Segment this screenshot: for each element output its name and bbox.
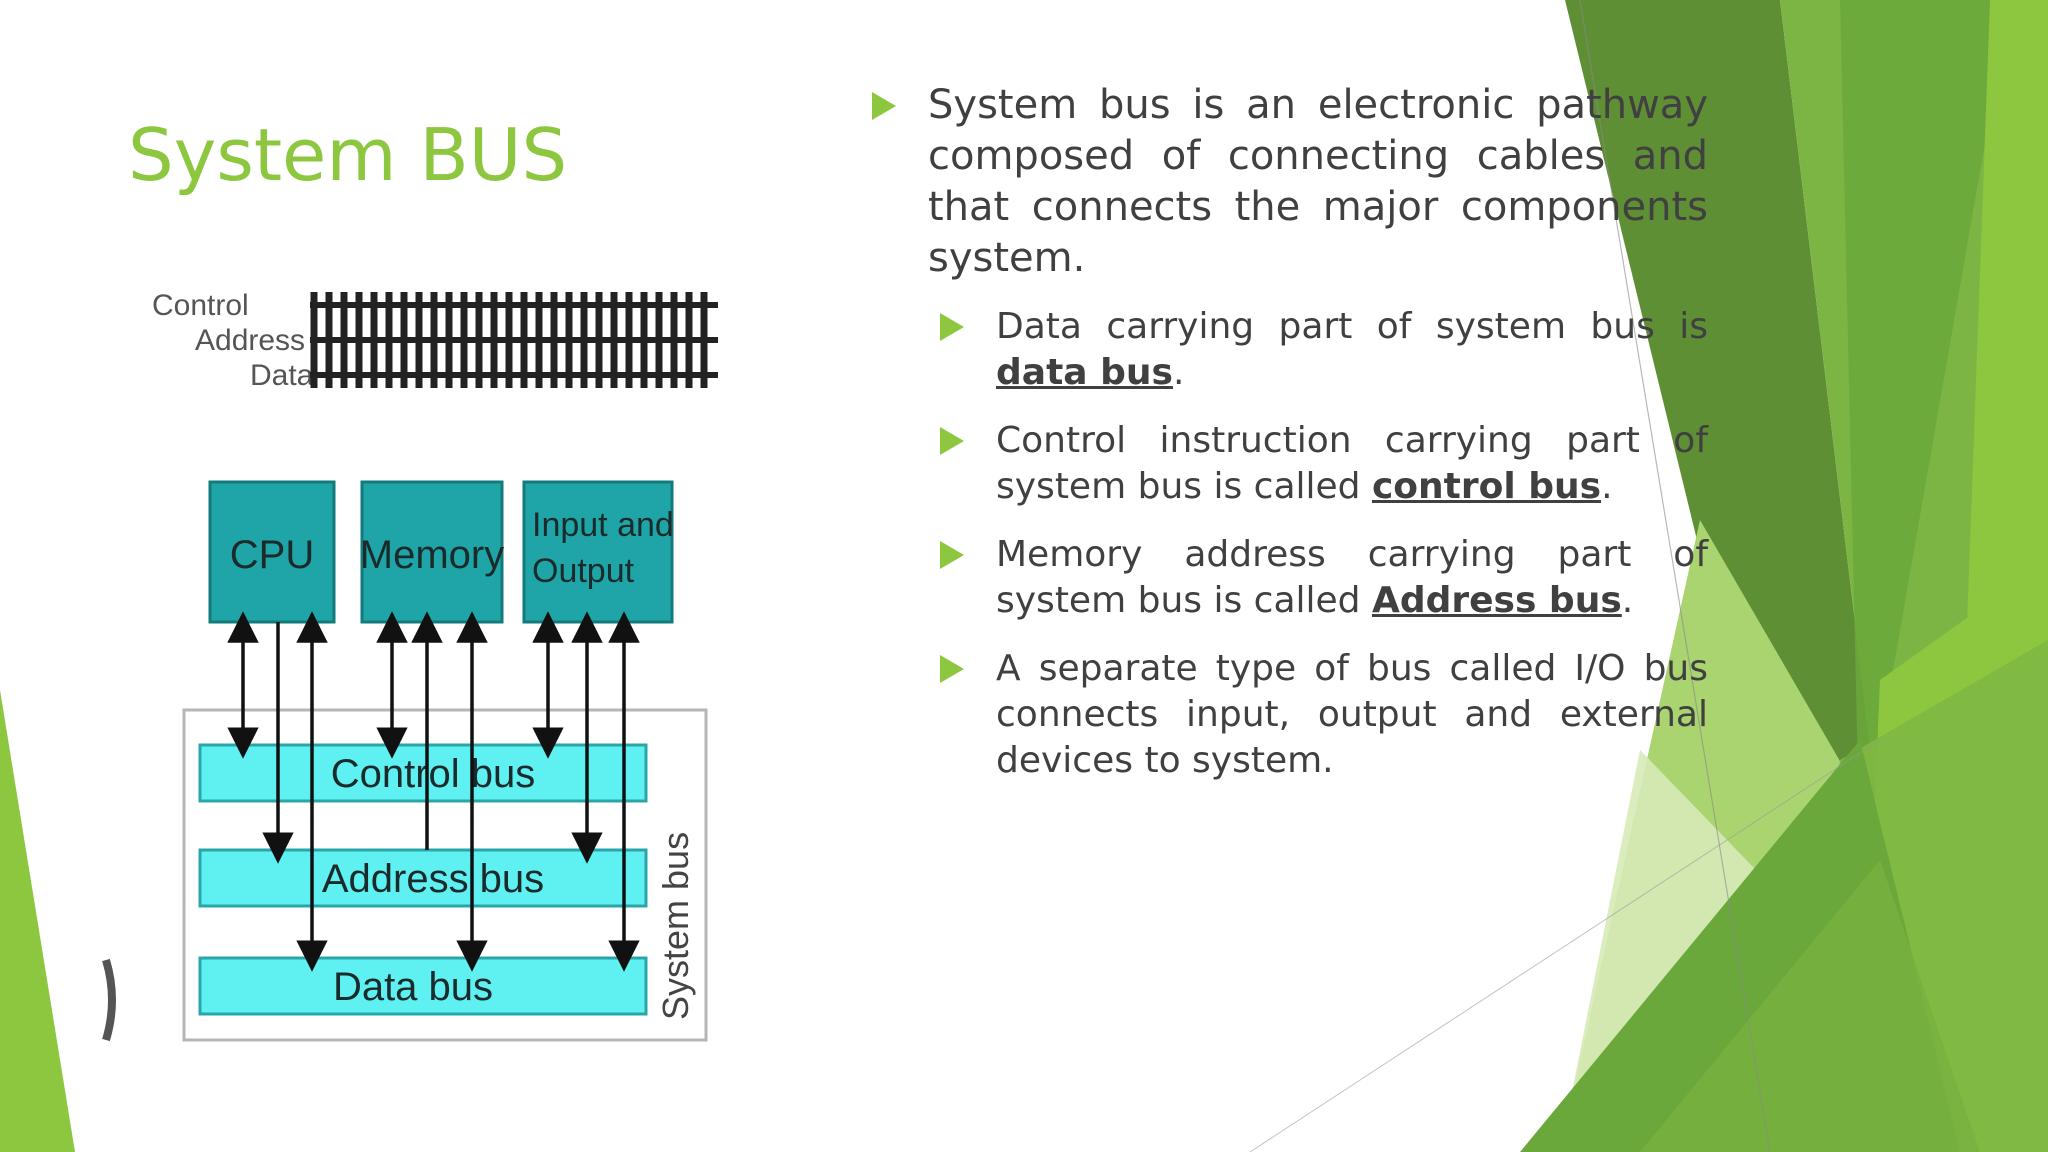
system-bus-vertical-label: System bus bbox=[655, 832, 696, 1020]
keyword-control-bus: control bus bbox=[1371, 466, 1602, 507]
system-bus-group bbox=[182, 708, 708, 1042]
bullet-item: System bus is an electronic pathway comp… bbox=[870, 80, 1708, 284]
triangle-bullet-icon bbox=[940, 313, 964, 341]
bus-lines-graphic bbox=[310, 292, 718, 388]
input-output-label: Input and Output bbox=[532, 506, 683, 590]
legend-label-address: Address bbox=[195, 324, 305, 357]
data-bus-label: Data bus bbox=[333, 965, 493, 1009]
cpu-label: CPU bbox=[230, 533, 314, 577]
system-bus-diagram: Control Address Data CPU Memory Input an… bbox=[102, 289, 718, 1042]
sub-bullet-item: A separate type of bus called I/O bus co… bbox=[938, 646, 1708, 784]
memory-label: Memory bbox=[360, 533, 504, 577]
bullet-list: System bus is an electronic pathway comp… bbox=[870, 80, 1708, 806]
image-fragment bbox=[102, 958, 116, 1042]
sub-bullet-text: A separate type of bus called I/O bus co… bbox=[996, 648, 1708, 781]
control-bus-label: Control bus bbox=[331, 752, 536, 796]
data-bus-bar bbox=[198, 956, 648, 1016]
input-output-box bbox=[522, 480, 674, 624]
legend-label-data: Data bbox=[250, 359, 314, 392]
triangle-bullet-icon bbox=[872, 92, 896, 120]
slide-title: System BUS bbox=[128, 113, 568, 197]
address-bus-label: Address bus bbox=[322, 857, 544, 901]
triangle-bullet-icon bbox=[940, 541, 964, 569]
sub-bullet-item: Memory address carrying part of system b… bbox=[938, 532, 1708, 624]
keyword-data-bus: data bus bbox=[996, 352, 1173, 393]
sub-bullet-suffix: . bbox=[1172, 352, 1185, 393]
sub-bullet-item: Control instruction carrying part of sys… bbox=[938, 418, 1708, 510]
memory-box bbox=[360, 480, 504, 624]
sub-bullet-text: Control instruction carrying part of sys… bbox=[996, 420, 1708, 507]
sub-bullet-text: Memory address carrying part of system b… bbox=[996, 534, 1708, 621]
triangle-bullet-icon bbox=[940, 427, 964, 455]
bus-connection-arrows bbox=[227, 611, 640, 972]
triangle-bullet-icon bbox=[940, 655, 964, 683]
sub-bullet-text: Data carrying part of system bus is bbox=[996, 306, 1708, 347]
keyword-address-bus: Address bus bbox=[1371, 580, 1622, 621]
sub-bullet-suffix: . bbox=[1621, 580, 1634, 621]
bullet-text: System bus is an electronic pathway comp… bbox=[928, 82, 1708, 281]
legend-label-control: Control bbox=[152, 289, 249, 322]
cpu-box bbox=[208, 480, 336, 624]
sub-bullet-suffix: . bbox=[1601, 466, 1613, 507]
sub-bullet-item: Data carrying part of system bus is data… bbox=[938, 304, 1708, 396]
